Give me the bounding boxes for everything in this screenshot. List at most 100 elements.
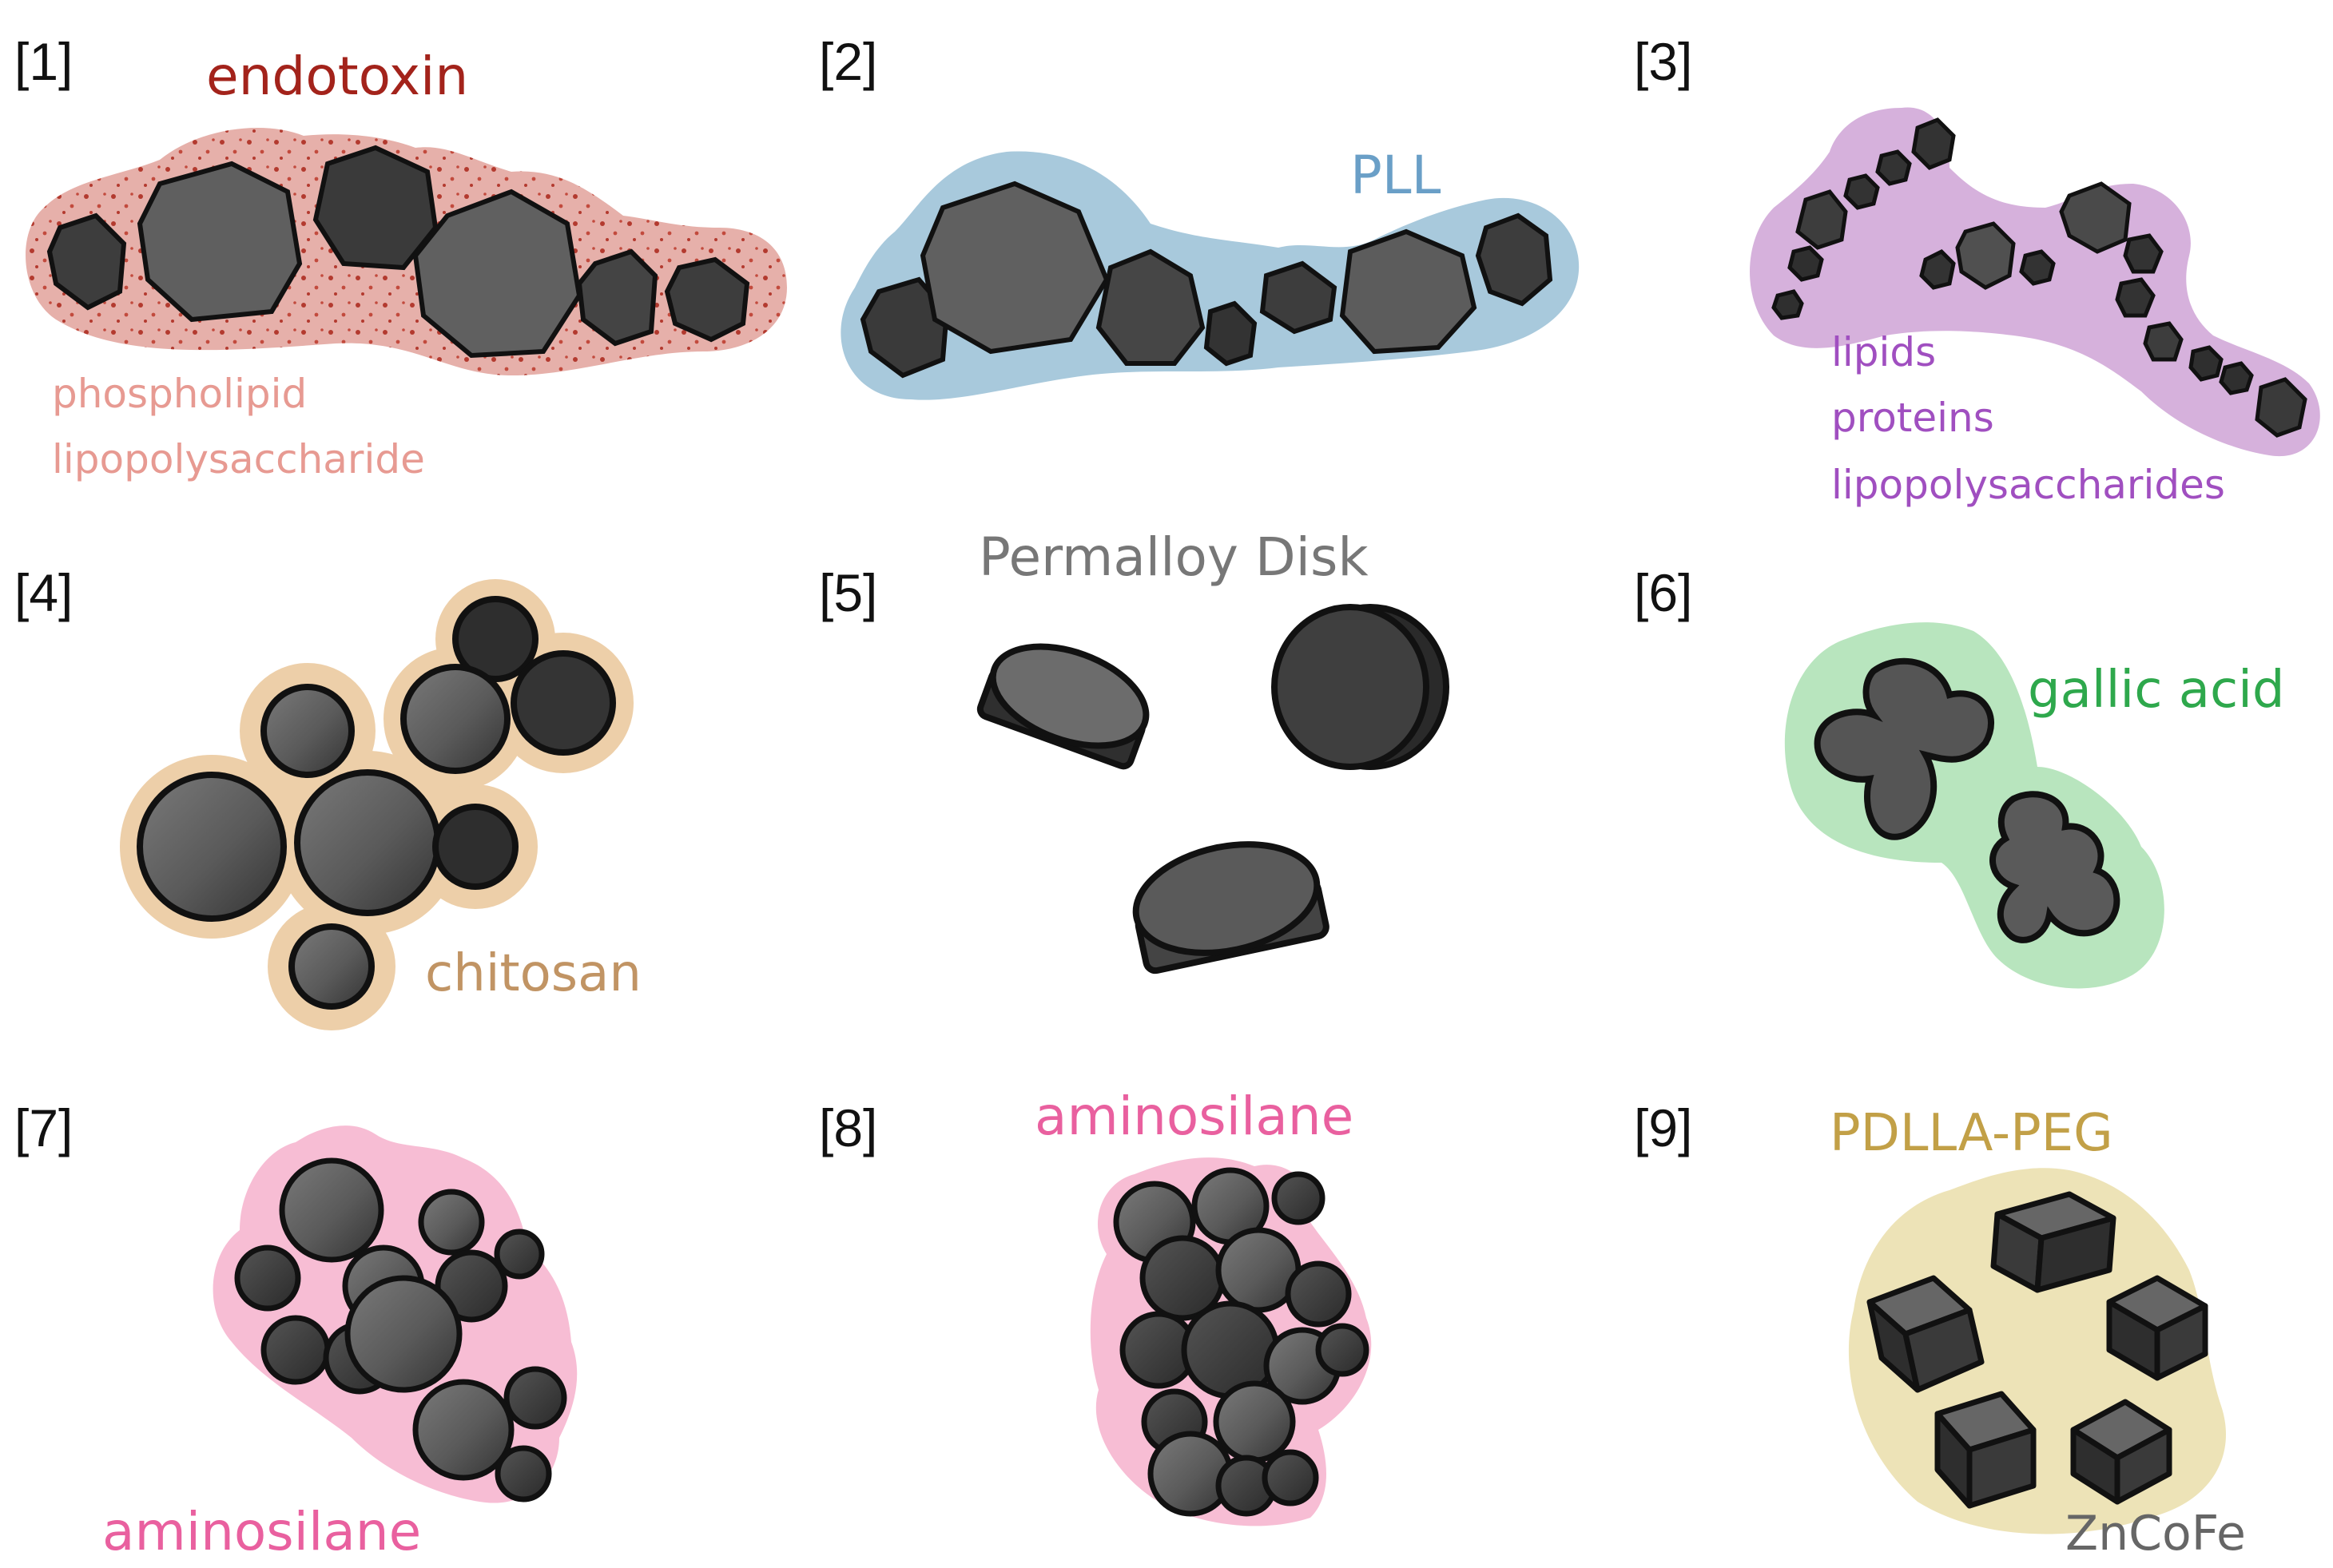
- label-aminosilane-8: aminosilane: [1035, 1086, 1353, 1147]
- permalloy-disk: [1271, 604, 1449, 770]
- particle: [400, 664, 511, 774]
- particle: [294, 769, 441, 916]
- particle: [418, 1189, 485, 1256]
- particle: [1787, 245, 1824, 282]
- particle: [234, 1244, 301, 1312]
- particle: [1843, 173, 1880, 210]
- permalloy-disk: [1132, 841, 1329, 975]
- particle: [412, 1379, 515, 1481]
- particle: [860, 276, 950, 379]
- particle: [279, 1157, 384, 1263]
- particle: [1095, 248, 1206, 366]
- particle: [1271, 1171, 1325, 1225]
- label-proteins: proteins: [1831, 395, 1994, 441]
- coating-labels: endotoxin phospholipid lipopolysaccharid…: [52, 46, 2285, 1562]
- zncofe-cubes: [1866, 1191, 2208, 1509]
- particle: [260, 1315, 331, 1385]
- particle: [576, 248, 658, 347]
- panel-7: [213, 1125, 578, 1503]
- particle: [1475, 212, 1553, 307]
- particle: [344, 1275, 463, 1393]
- particle: [288, 923, 375, 1010]
- particle: [664, 256, 750, 343]
- particle: [1213, 1380, 1296, 1463]
- particle: [1989, 791, 2120, 943]
- panel-numbers: [1] [2] [3] [4] [5] [6] [7] [8] [9]: [14, 32, 1692, 1157]
- chitosan-particles: [137, 596, 616, 1010]
- particle: [511, 650, 616, 756]
- cube-particle: [1934, 1391, 2037, 1509]
- particle: [1339, 228, 1477, 355]
- particle: [1875, 149, 1912, 186]
- cube-particle: [2106, 1275, 2208, 1381]
- panel-number-7: [7]: [14, 1098, 73, 1157]
- label-lipids: lipids: [1831, 329, 1936, 375]
- particle: [1919, 248, 1956, 290]
- particle: [1262, 1449, 1319, 1506]
- panel-2: [841, 151, 1580, 400]
- particle: [452, 596, 539, 682]
- particle: [2219, 361, 2254, 395]
- particle: [2255, 377, 2307, 438]
- particle: [2115, 277, 2156, 318]
- particle: [1285, 1260, 1352, 1328]
- particle: [412, 189, 582, 359]
- particle: [2059, 181, 2132, 254]
- particle: [1203, 300, 1258, 367]
- panel-number-3: [3]: [1634, 32, 1692, 91]
- particle: [1814, 657, 1995, 840]
- label-aminosilane-7: aminosilane: [102, 1501, 421, 1562]
- particle: [920, 181, 1110, 355]
- panel-number-2: [2]: [819, 32, 877, 91]
- particle: [260, 684, 355, 778]
- label-phospholipid: phospholipid: [52, 371, 307, 417]
- panel-number-5: [5]: [819, 563, 877, 622]
- particle: [503, 1366, 567, 1430]
- label-pll: PLL: [1350, 145, 1441, 206]
- panel-number-9: [9]: [1634, 1098, 1692, 1157]
- panel-5: [976, 604, 1449, 975]
- permalloy-disk: [976, 643, 1150, 770]
- label-permalloy-disk: Permalloy Disk: [979, 526, 1369, 588]
- particle: [495, 1445, 552, 1503]
- panel-number-6: [6]: [1634, 563, 1692, 622]
- cube-particle: [1866, 1275, 1985, 1393]
- particle: [432, 804, 519, 890]
- particle: [1955, 221, 2016, 290]
- cube-particle: [1990, 1191, 2116, 1293]
- particle: [137, 772, 287, 922]
- label-endotoxin: endotoxin: [206, 46, 468, 107]
- aminosilane-particles-7: [234, 1157, 567, 1503]
- panel-number-4: [4]: [14, 563, 73, 622]
- particle: [1771, 289, 1804, 320]
- cube-particle: [2070, 1399, 2172, 1505]
- particle: [2188, 345, 2224, 382]
- label-zncofe: ZnCoFe: [2065, 1506, 2246, 1562]
- panel-3: [1750, 107, 2320, 457]
- label-lipopolysaccharides: lipopolysaccharides: [1831, 462, 2225, 508]
- particle: [1795, 189, 1848, 250]
- panel-4: [120, 579, 634, 1030]
- panel-6: [1784, 622, 2164, 989]
- label-gallic-acid: gallic acid: [2028, 661, 2285, 720]
- panel-1: [26, 128, 787, 375]
- particle: [435, 1249, 508, 1323]
- particle: [494, 1229, 545, 1280]
- panel-8: [1090, 1157, 1372, 1526]
- panel-number-1: [1]: [14, 32, 73, 91]
- label-chitosan: chitosan: [425, 944, 642, 1003]
- particle: [2123, 233, 2164, 274]
- aminosilane-particles-8: [1113, 1167, 1369, 1517]
- panel-9: [1848, 1168, 2226, 1534]
- panel-number-8: [8]: [819, 1098, 877, 1157]
- particle: [1911, 117, 1956, 170]
- particle: [1315, 1323, 1369, 1377]
- particle: [46, 212, 127, 311]
- particle: [137, 161, 303, 323]
- particle: [1259, 260, 1337, 335]
- particle: [2143, 321, 2184, 362]
- label-pdlla-peg: PDLLA-PEG: [1830, 1104, 2113, 1163]
- particle: [2019, 249, 2056, 286]
